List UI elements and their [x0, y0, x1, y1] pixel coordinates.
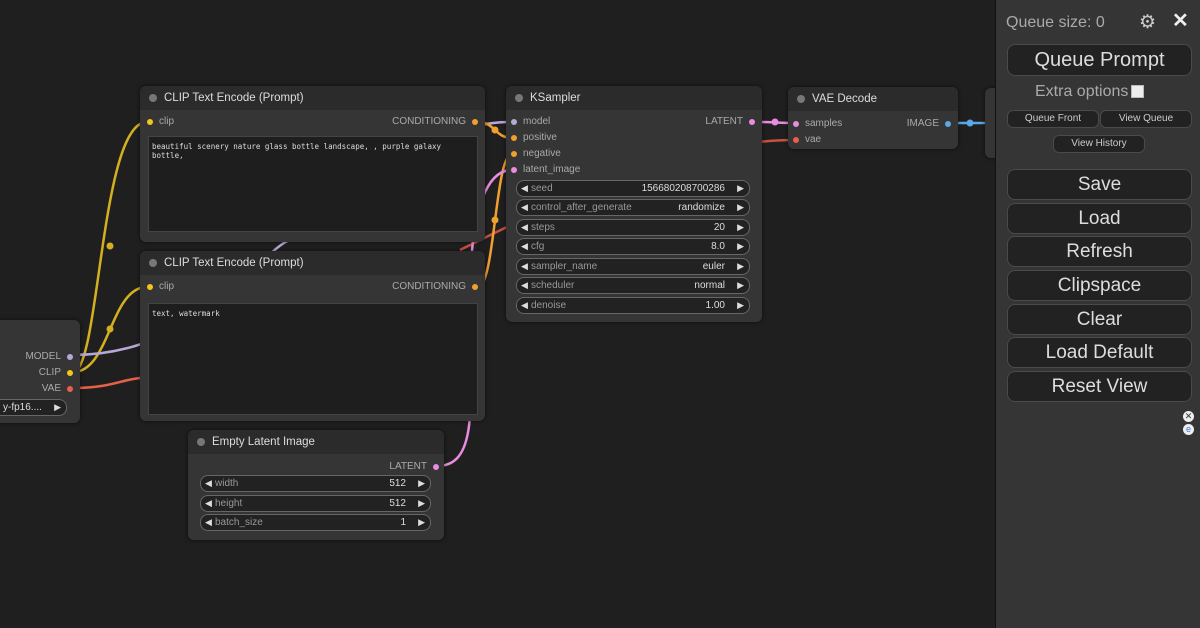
input-positive[interactable]: positive [509, 131, 557, 145]
vae-decode-node[interactable]: VAE Decode samples vae IMAGE [788, 87, 958, 149]
queue-front-button[interactable]: Queue Front [1007, 110, 1099, 128]
collapse-dot-icon[interactable] [515, 94, 523, 102]
clip-text-encode-negative-node[interactable]: CLIP Text Encode (Prompt) clip CONDITION… [140, 251, 485, 421]
refresh-button[interactable]: Refresh [1007, 236, 1192, 267]
node-title[interactable]: KSampler [506, 86, 762, 110]
input-clip[interactable]: clip [145, 280, 174, 294]
arrow-right-icon[interactable]: ▶ [737, 183, 744, 193]
close-icon[interactable]: ✕ [1172, 10, 1189, 32]
arrow-right-icon[interactable]: ▶ [54, 402, 61, 412]
output-latent[interactable]: LATENT [389, 460, 441, 474]
collapse-dot-icon[interactable] [149, 94, 157, 102]
node-title[interactable]: CLIP Text Encode (Prompt) [140, 86, 485, 110]
input-latent-image[interactable]: latent_image [509, 163, 580, 177]
collapse-dot-icon[interactable] [149, 259, 157, 267]
arrow-right-icon[interactable]: ▶ [737, 261, 744, 271]
ksampler-node[interactable]: KSampler model positive negative latent_… [506, 86, 762, 322]
view-history-button[interactable]: View History [1053, 135, 1145, 153]
arrow-left-icon[interactable]: ◀ [205, 478, 212, 488]
queue-panel: Queue size: 0 ⚙ ✕ Queue Prompt Extra opt… [995, 0, 1200, 628]
input-samples[interactable]: samples [791, 117, 842, 131]
close-circle-icon[interactable]: ✕ [1183, 411, 1194, 422]
clipspace-button[interactable]: Clipspace [1007, 270, 1192, 301]
output-conditioning[interactable]: CONDITIONING [392, 280, 480, 294]
collapse-dot-icon[interactable] [797, 95, 805, 103]
prompt-textarea[interactable]: beautiful scenery nature glass bottle la… [148, 136, 478, 232]
arrow-left-icon[interactable]: ◀ [521, 300, 528, 310]
clip-text-encode-positive-node[interactable]: CLIP Text Encode (Prompt) clip CONDITION… [140, 86, 485, 242]
input-vae[interactable]: vae [791, 133, 821, 147]
collapse-dot-icon[interactable] [197, 438, 205, 446]
node-title[interactable]: Empty Latent Image [188, 430, 444, 454]
arrow-right-icon[interactable]: ▶ [418, 517, 425, 527]
input-negative[interactable]: negative [509, 147, 561, 161]
queue-size-label: Queue size: 0 [1006, 14, 1105, 31]
checkpoint-loader-node[interactable]: MODEL CLIP VAE y-fp16.... ▶ [0, 320, 80, 423]
arrow-right-icon[interactable]: ▶ [737, 202, 744, 212]
arrow-left-icon[interactable]: ◀ [205, 498, 212, 508]
reset-view-button[interactable]: Reset View [1007, 371, 1192, 402]
arrow-left-icon[interactable]: ◀ [521, 241, 528, 251]
arrow-left-icon[interactable]: ◀ [521, 280, 528, 290]
extra-options-label: Extra options [1035, 83, 1129, 100]
arrow-left-icon[interactable]: ◀ [521, 261, 528, 271]
output-latent[interactable]: LATENT [705, 115, 757, 129]
arrow-right-icon[interactable]: ▶ [737, 241, 744, 251]
arrow-left-icon[interactable]: ◀ [521, 183, 528, 193]
arrow-right-icon[interactable]: ▶ [737, 222, 744, 232]
extra-options-toggle[interactable]: Extra options [1035, 83, 1145, 101]
arrow-right-icon[interactable]: ▶ [737, 300, 744, 310]
load-default-button[interactable]: Load Default [1007, 337, 1192, 368]
input-model[interactable]: model [509, 115, 550, 129]
arrow-left-icon[interactable]: ◀ [521, 222, 528, 232]
clear-button[interactable]: Clear [1007, 304, 1192, 335]
gear-icon[interactable]: ⚙ [1139, 12, 1157, 33]
output-clip[interactable]: CLIP [39, 366, 75, 380]
output-conditioning[interactable]: CONDITIONING [392, 115, 480, 129]
output-image[interactable]: IMAGE [907, 117, 953, 131]
load-button[interactable]: Load [1007, 203, 1192, 234]
save-button[interactable]: Save [1007, 169, 1192, 200]
node-title[interactable]: CLIP Text Encode (Prompt) [140, 251, 485, 275]
view-queue-button[interactable]: View Queue [1100, 110, 1192, 128]
ckpt-name-widget[interactable]: y-fp16.... ▶ [0, 399, 67, 416]
output-vae[interactable]: VAE [42, 382, 75, 396]
node-title[interactable]: VAE Decode [788, 87, 958, 111]
arrow-left-icon[interactable]: ◀ [521, 202, 528, 212]
arrow-right-icon[interactable]: ▶ [418, 498, 425, 508]
input-clip[interactable]: clip [145, 115, 174, 129]
floating-icons: ✕ e [1183, 411, 1195, 437]
queue-prompt-button[interactable]: Queue Prompt [1007, 44, 1192, 76]
arrow-right-icon[interactable]: ▶ [737, 280, 744, 290]
prompt-textarea[interactable]: text, watermark [148, 303, 478, 415]
output-model[interactable]: MODEL [25, 350, 75, 364]
arrow-left-icon[interactable]: ◀ [205, 517, 212, 527]
arrow-right-icon[interactable]: ▶ [418, 478, 425, 488]
extra-options-checkbox[interactable] [1131, 85, 1145, 99]
info-circle-icon[interactable]: e [1183, 424, 1194, 435]
